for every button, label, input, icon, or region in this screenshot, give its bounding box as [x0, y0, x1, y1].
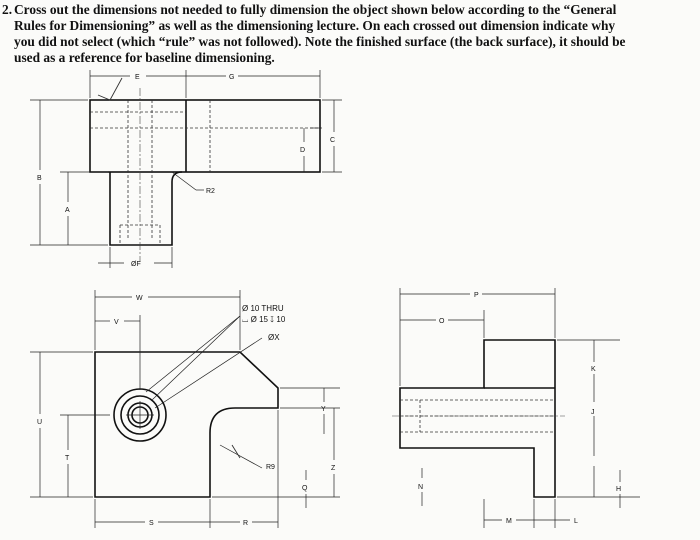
dim-K: K [591, 366, 596, 373]
instructions-line-1: Cross out the dimensions not needed to f… [14, 2, 617, 17]
dim-C: C [330, 137, 335, 144]
dim-J: J [591, 409, 595, 416]
dim-U: U [37, 419, 42, 426]
dim-L: L [574, 518, 578, 525]
dim-R9: R9 [266, 464, 275, 471]
dim-R2: R2 [206, 188, 215, 195]
instructions-line-4: used as a reference for baseline dimensi… [14, 50, 275, 65]
finish-mark-icon [97, 77, 123, 101]
dim-V: V [114, 319, 119, 326]
dim-E: E [135, 74, 140, 81]
dim-P: P [474, 292, 479, 299]
dim-O: O [439, 318, 445, 325]
front-view: W V Ø 10 THRU ⌴ Ø 15 ↧ 10 ØX U T S [30, 290, 340, 528]
instructions-line-2: Rules for Dimensioning” as well as the d… [14, 18, 616, 33]
problem-number: 2. [2, 2, 13, 17]
front-view-body [94, 351, 279, 498]
instructions-line-3: you did not select (which “rule” was not… [14, 34, 626, 49]
dim-Q: Q [302, 485, 308, 492]
dim-G: G [229, 74, 234, 81]
dim-Y: Y [321, 406, 326, 413]
top-view: E G C D B A R2 ØF [30, 70, 342, 268]
dim-B: B [37, 175, 42, 182]
dim-Z: Z [331, 465, 336, 472]
hole-callout-line-1: Ø 10 THRU [242, 304, 284, 313]
side-view: P O K J H N M L [392, 288, 640, 528]
dim-F: ØF [131, 261, 141, 268]
dim-R: R [243, 520, 248, 527]
dim-W: W [136, 295, 143, 302]
dim-H: H [616, 486, 621, 493]
instructions-paragraph: 2. Cross out the dimensions not needed t… [2, 2, 694, 66]
dim-N: N [418, 484, 423, 491]
dim-S: S [149, 520, 154, 527]
dim-A: A [65, 207, 70, 214]
dim-M: M [506, 518, 512, 525]
hole-callout-x: ØX [268, 333, 280, 342]
top-view-body [89, 99, 321, 173]
side-view-body [399, 339, 556, 498]
dim-T: T [65, 455, 70, 462]
dim-D: D [300, 147, 305, 154]
hole-callout-line-2: ⌴ Ø 15 ↧ 10 [242, 315, 286, 324]
top-view-stem [109, 171, 183, 246]
